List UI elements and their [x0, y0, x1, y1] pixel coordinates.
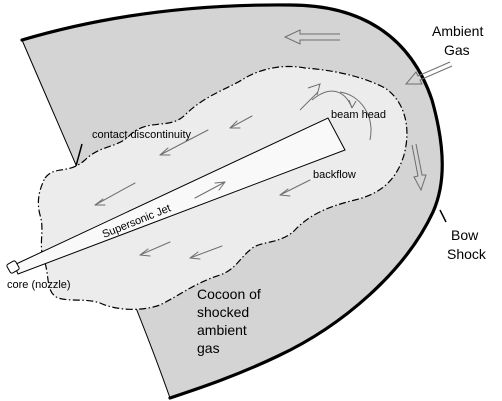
- beam-head-label: beam head: [331, 109, 386, 121]
- core-nozzle-label: core (nozzle): [7, 279, 71, 291]
- cocoon-label-line3: ambient: [197, 322, 247, 338]
- cocoon-label-line2: shocked: [197, 304, 249, 320]
- cocoon-label-line4: gas: [197, 340, 220, 356]
- bow-shock-leader: [440, 210, 446, 222]
- contact-discontinuity-label: contact discontinuity: [92, 129, 192, 141]
- backflow-label: backflow: [313, 169, 356, 181]
- bow-shock-label-line2: Shock: [447, 246, 487, 262]
- ambient-gas-label-line2: Gas: [444, 42, 470, 58]
- bow-shock-label-line1: Bow: [451, 227, 479, 243]
- ambient-gas-label-line1: Ambient: [432, 23, 483, 39]
- cocoon-label-line1: Cocoon of: [197, 286, 261, 302]
